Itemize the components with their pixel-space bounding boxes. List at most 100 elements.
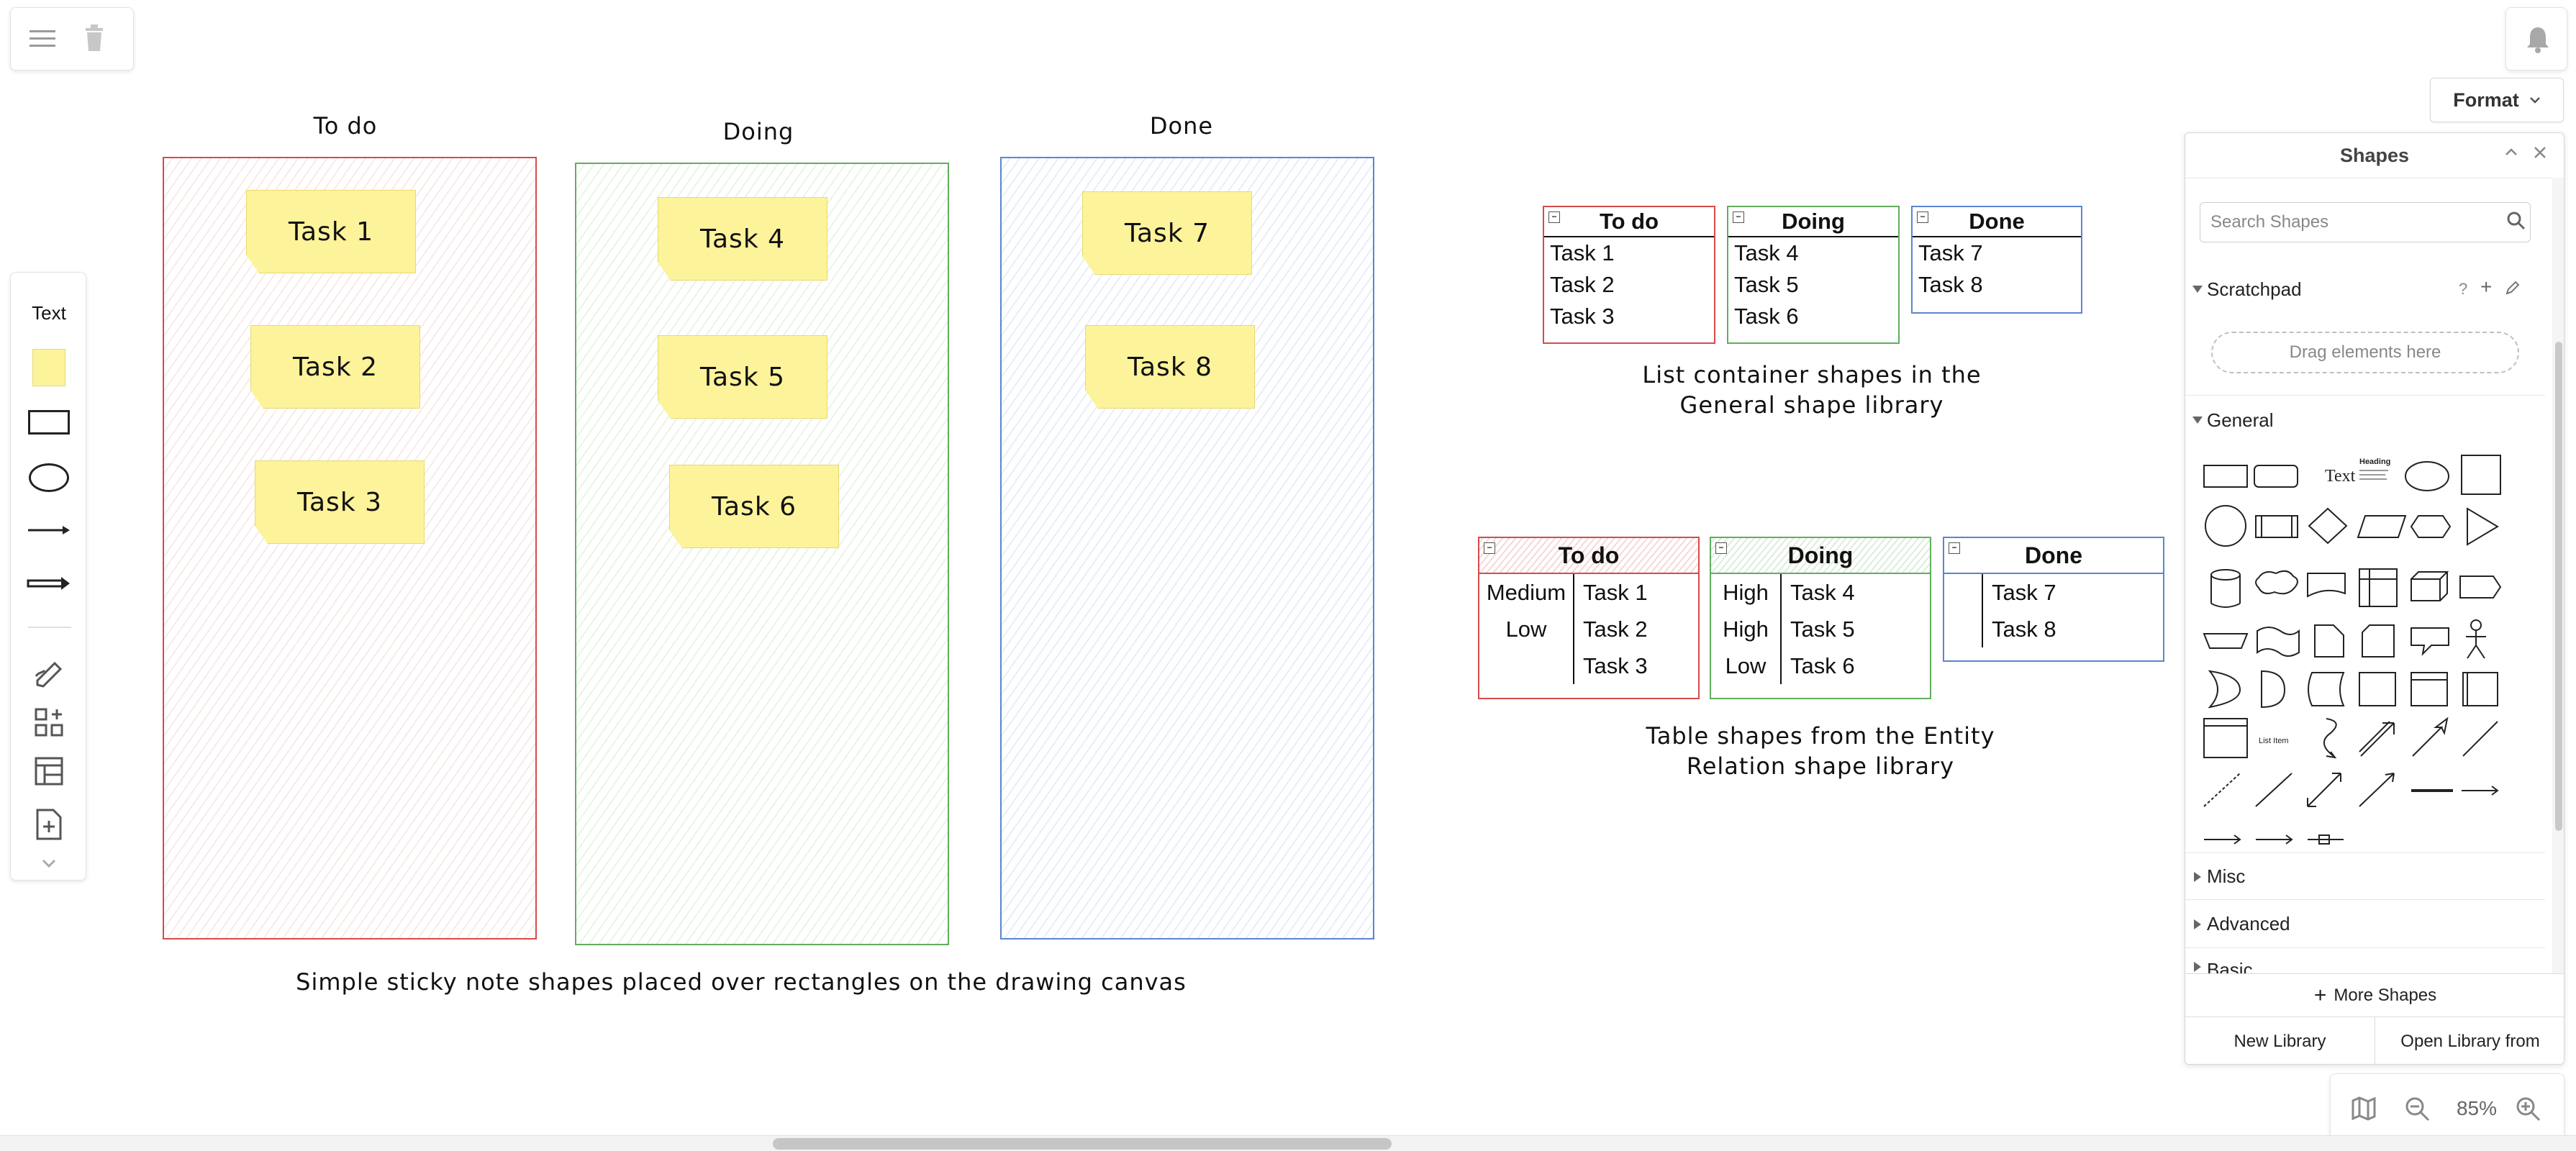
canvas-scroll-thumb[interactable] <box>773 1138 1392 1150</box>
table-row[interactable]: Task 8 <box>1944 611 2163 647</box>
help-button[interactable]: ? <box>2459 280 2468 298</box>
column-title-todo: To do <box>313 112 378 140</box>
sticky-note[interactable]: Task 8 <box>1085 325 1255 409</box>
collapse-icon[interactable]: − <box>1949 542 1960 554</box>
toolbar-divider <box>28 627 71 628</box>
collapse-panel-icon[interactable] <box>2503 145 2519 164</box>
panel-scroll-thumb[interactable] <box>2555 342 2562 831</box>
list-item[interactable]: Task 5 <box>1734 272 1799 297</box>
rectangle-icon <box>28 410 70 435</box>
insert-shapes-tool[interactable] <box>11 706 87 739</box>
sticky-note[interactable]: Task 5 <box>658 335 827 419</box>
bell-icon[interactable] <box>2525 25 2551 54</box>
misc-section[interactable]: Misc <box>2185 852 2545 900</box>
expanded-icon <box>2192 417 2203 424</box>
list-item-shape: List Item <box>2259 737 2289 745</box>
format-button[interactable]: Format <box>2430 78 2564 122</box>
table-tool[interactable] <box>11 755 87 788</box>
text-shape: Text <box>2325 467 2356 486</box>
list-item[interactable]: Task 4 <box>1734 240 1799 265</box>
sticky-note[interactable]: Task 1 <box>246 190 416 273</box>
menu-icon[interactable] <box>28 28 57 50</box>
general-section[interactable]: General <box>2185 396 2545 444</box>
doing-column[interactable] <box>575 163 949 945</box>
add-button[interactable]: + <box>2480 276 2493 298</box>
table-row[interactable]: Task 7 <box>1944 574 2163 611</box>
sticky-note[interactable]: Task 6 <box>669 465 839 548</box>
search-icon[interactable] <box>2506 211 2526 235</box>
scratchpad-dropzone[interactable]: Drag elements here <box>2211 332 2519 373</box>
sticky-note[interactable]: Task 2 <box>250 325 420 409</box>
line-tool[interactable] <box>11 516 87 545</box>
expand-toolbar[interactable] <box>11 852 87 874</box>
rectangle-tool[interactable] <box>11 406 87 438</box>
priority-cell <box>1944 574 1983 611</box>
general-shapes-grid[interactable]: Text Heading List Item <box>2200 454 2531 972</box>
collapse-icon[interactable]: − <box>1484 542 1495 554</box>
table-title: To do <box>1558 542 1620 568</box>
list-todo[interactable]: −To do Task 1 Task 2 Task 3 <box>1543 206 1715 344</box>
list-item[interactable]: Task 1 <box>1550 240 1615 265</box>
section-divider <box>2185 395 2545 396</box>
table-header: − Done <box>1944 538 2163 574</box>
collapse-icon[interactable]: − <box>1917 211 1928 223</box>
zoom-level[interactable]: 85% <box>2456 1097 2498 1119</box>
connector-tool[interactable] <box>11 569 87 598</box>
close-icon[interactable] <box>2532 145 2548 164</box>
table-title: Done <box>2025 542 2082 568</box>
text-tool[interactable]: Text <box>11 299 87 327</box>
chevron-down-icon <box>2529 97 2540 104</box>
list-doing[interactable]: −Doing Task 4 Task 5 Task 6 <box>1727 206 1900 344</box>
table-done[interactable]: − Done Task 7 Task 8 <box>1943 537 2164 662</box>
add-page-tool[interactable] <box>11 806 87 842</box>
sticky-note[interactable]: Task 3 <box>255 460 425 544</box>
priority-cell: Low <box>1479 611 1574 647</box>
open-library-button[interactable]: Open Library from <box>2400 1032 2540 1051</box>
list-item[interactable]: Task 6 <box>1734 304 1799 329</box>
ellipse-icon <box>29 463 69 492</box>
list-item[interactable]: Task 2 <box>1550 272 1615 297</box>
list-item[interactable]: Task 7 <box>1918 240 1983 265</box>
sticky-note-tool[interactable] <box>11 346 87 389</box>
map-icon[interactable] <box>2351 1096 2377 1125</box>
caption-tables-line-2: Relation shape library <box>1686 752 1955 780</box>
ellipse-tool[interactable] <box>11 460 87 496</box>
list-item[interactable]: Task 3 <box>1550 304 1615 329</box>
zoom-out-icon[interactable] <box>2404 1096 2431 1127</box>
todo-column[interactable] <box>163 157 537 940</box>
sticky-note[interactable]: Task 4 <box>658 197 827 281</box>
zoom-in-icon[interactable] <box>2515 1096 2542 1127</box>
new-library-button[interactable]: New Library <box>2185 1017 2375 1064</box>
freehand-tool[interactable] <box>11 658 87 691</box>
shapes-panel: Shapes Search Shapes Scratchpad ? + Drag… <box>2185 132 2564 1065</box>
search-input[interactable]: Search Shapes <box>2200 202 2531 242</box>
scratchpad-section[interactable]: Scratchpad <box>2185 265 2545 313</box>
list-item[interactable]: Task 8 <box>1918 272 1983 297</box>
bold-arrow-icon <box>27 577 70 590</box>
more-shapes-button[interactable]: + More Shapes <box>2185 974 2564 1017</box>
list-done[interactable]: −Done Task 7 Task 8 <box>1911 206 2082 314</box>
sticky-note-icon <box>32 349 65 386</box>
general-label: General <box>2207 409 2274 431</box>
collapse-icon[interactable]: − <box>1733 211 1744 223</box>
table-header: − To do <box>1479 538 1698 574</box>
sticky-note[interactable]: Task 7 <box>1082 191 1252 275</box>
trash-icon[interactable] <box>83 24 106 53</box>
advanced-section[interactable]: Advanced <box>2185 901 2545 948</box>
search-placeholder: Search Shapes <box>2210 212 2329 232</box>
shapes-panel-title: Shapes <box>2185 133 2564 178</box>
collapse-icon[interactable]: − <box>1715 542 1727 554</box>
plus-icon: + <box>2313 983 2327 1007</box>
basic-section[interactable]: Basic <box>2185 949 2545 973</box>
done-column[interactable] <box>1000 157 1374 940</box>
collapse-icon[interactable]: − <box>1548 211 1560 223</box>
table-row[interactable]: Task 3 <box>1479 647 1698 684</box>
edit-icon[interactable] <box>2505 280 2521 299</box>
